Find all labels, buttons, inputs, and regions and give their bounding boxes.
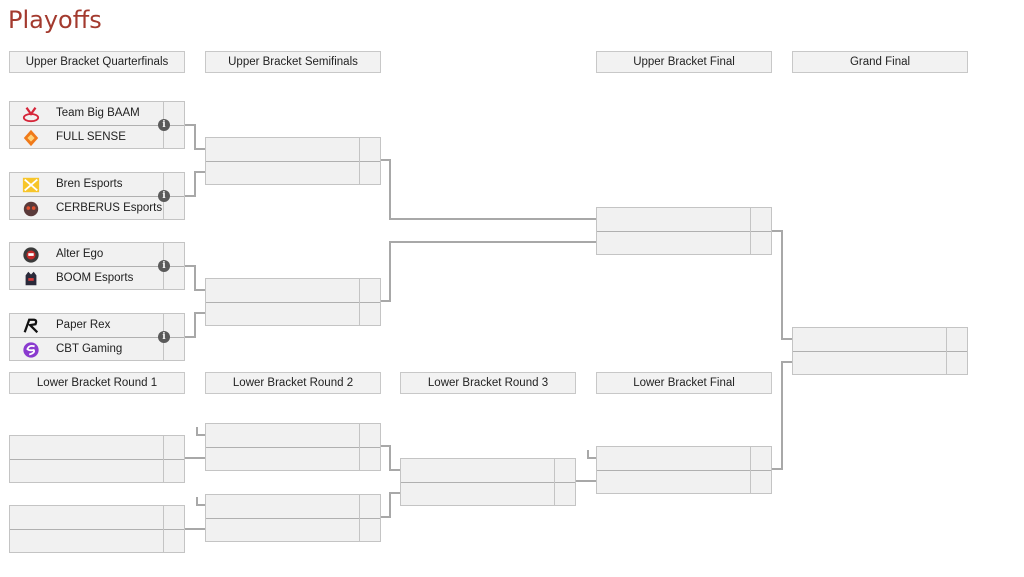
match-slot-empty[interactable] — [793, 352, 967, 375]
slot-divider — [10, 337, 184, 338]
round-header-gf[interactable]: Grand Final — [792, 51, 968, 73]
match-slot-boom-esports[interactable]: BOOM Esports — [10, 267, 184, 290]
match-ubqf-4: Paper Rex CBT Gaming i — [9, 313, 185, 361]
match-gf — [792, 327, 968, 375]
score-separator — [163, 436, 164, 482]
slot-divider — [793, 351, 967, 352]
match-slot-empty[interactable] — [206, 424, 380, 447]
match-lbf — [596, 446, 772, 494]
slot-divider — [10, 125, 184, 126]
page-title: Playoffs — [8, 6, 102, 34]
score-separator — [359, 279, 360, 325]
match-lbr3 — [400, 458, 576, 506]
team-name: CERBERUS Esports — [56, 202, 163, 214]
match-info-icon[interactable]: i — [158, 119, 170, 131]
match-slot-empty[interactable] — [10, 436, 184, 459]
score-separator — [554, 459, 555, 505]
slot-divider — [401, 482, 575, 483]
match-slot-cerberus-esports[interactable]: CERBERUS Esports — [10, 197, 184, 220]
paper-rex-logo-icon — [23, 318, 39, 334]
score-separator — [750, 447, 751, 493]
score-separator — [359, 495, 360, 541]
slot-divider — [10, 196, 184, 197]
round-header-ubsf[interactable]: Upper Bracket Semifinals — [205, 51, 381, 73]
match-slot-empty[interactable] — [206, 495, 380, 518]
match-slot-empty[interactable] — [401, 459, 575, 482]
match-info-icon[interactable]: i — [158, 190, 170, 202]
slot-divider — [10, 266, 184, 267]
score-separator — [359, 138, 360, 184]
match-slot-empty[interactable] — [401, 483, 575, 506]
match-slot-empty[interactable] — [10, 506, 184, 529]
match-slot-empty[interactable] — [206, 519, 380, 542]
match-slot-empty[interactable] — [597, 232, 771, 255]
match-info-icon[interactable]: i — [158, 260, 170, 272]
score-separator — [750, 208, 751, 254]
match-slot-empty[interactable] — [10, 460, 184, 483]
match-lbr2-2 — [205, 494, 381, 542]
slot-divider — [597, 231, 771, 232]
team-name: FULL SENSE — [56, 131, 126, 143]
round-header-lbf[interactable]: Lower Bracket Final — [596, 372, 772, 394]
slot-divider — [597, 470, 771, 471]
match-slot-empty[interactable] — [206, 303, 380, 326]
slot-divider — [10, 529, 184, 530]
score-separator — [359, 424, 360, 470]
bren-esports-logo-icon — [22, 177, 40, 193]
match-slot-cbt-gaming[interactable]: CBT Gaming — [10, 338, 184, 361]
team-big-baam-logo-icon — [22, 107, 40, 123]
slot-divider — [206, 447, 380, 448]
match-ubsf-1 — [205, 137, 381, 185]
match-slot-empty[interactable] — [206, 138, 380, 161]
score-separator — [163, 506, 164, 552]
slot-divider — [206, 518, 380, 519]
team-name: Alter Ego — [56, 248, 104, 260]
round-header-lbr2[interactable]: Lower Bracket Round 2 — [205, 372, 381, 394]
match-slot-alter-ego[interactable]: Alter Ego — [10, 243, 184, 266]
match-ubqf-3: Alter Ego BOOM Esports i — [9, 242, 185, 290]
match-slot-full-sense[interactable]: FULL SENSE — [10, 126, 184, 149]
match-slot-paper-rex[interactable]: Paper Rex — [10, 314, 184, 337]
match-slot-empty[interactable] — [597, 447, 771, 470]
match-ubsf-2 — [205, 278, 381, 326]
cerberus-esports-logo-icon — [23, 201, 39, 217]
round-header-lbr1[interactable]: Lower Bracket Round 1 — [9, 372, 185, 394]
full-sense-logo-icon — [23, 129, 39, 147]
match-info-icon[interactable]: i — [158, 331, 170, 343]
team-name: BOOM Esports — [56, 272, 134, 284]
match-slot-empty[interactable] — [206, 448, 380, 471]
match-slot-empty[interactable] — [793, 328, 967, 351]
slot-divider — [206, 302, 380, 303]
round-header-ubqf[interactable]: Upper Bracket Quarterfinals — [9, 51, 185, 73]
team-name: CBT Gaming — [56, 343, 123, 355]
match-lbr2-1 — [205, 423, 381, 471]
boom-esports-logo-icon — [25, 271, 37, 286]
team-name: Team Big BAAM — [56, 107, 140, 119]
match-slot-empty[interactable] — [206, 162, 380, 185]
match-slot-team-big-baam[interactable]: Team Big BAAM — [10, 102, 184, 125]
slot-divider — [10, 459, 184, 460]
cbt-gaming-logo-icon — [23, 342, 39, 358]
slot-divider — [206, 161, 380, 162]
match-ubqf-2: Bren Esports CERBERUS Esports i — [9, 172, 185, 220]
round-header-ubf[interactable]: Upper Bracket Final — [596, 51, 772, 73]
match-ubqf-1: Team Big BAAM FULL SENSE i — [9, 101, 185, 149]
match-ubf — [596, 207, 772, 255]
score-separator — [946, 328, 947, 374]
alter-ego-logo-icon — [23, 247, 39, 263]
match-slot-bren-esports[interactable]: Bren Esports — [10, 173, 184, 196]
team-name: Paper Rex — [56, 319, 111, 331]
match-slot-empty[interactable] — [10, 530, 184, 553]
match-slot-empty[interactable] — [597, 471, 771, 494]
team-name: Bren Esports — [56, 178, 123, 190]
match-lbr1-1 — [9, 435, 185, 483]
match-slot-empty[interactable] — [206, 279, 380, 302]
match-lbr1-2 — [9, 505, 185, 553]
round-header-lbr3[interactable]: Lower Bracket Round 3 — [400, 372, 576, 394]
match-slot-empty[interactable] — [597, 208, 771, 231]
